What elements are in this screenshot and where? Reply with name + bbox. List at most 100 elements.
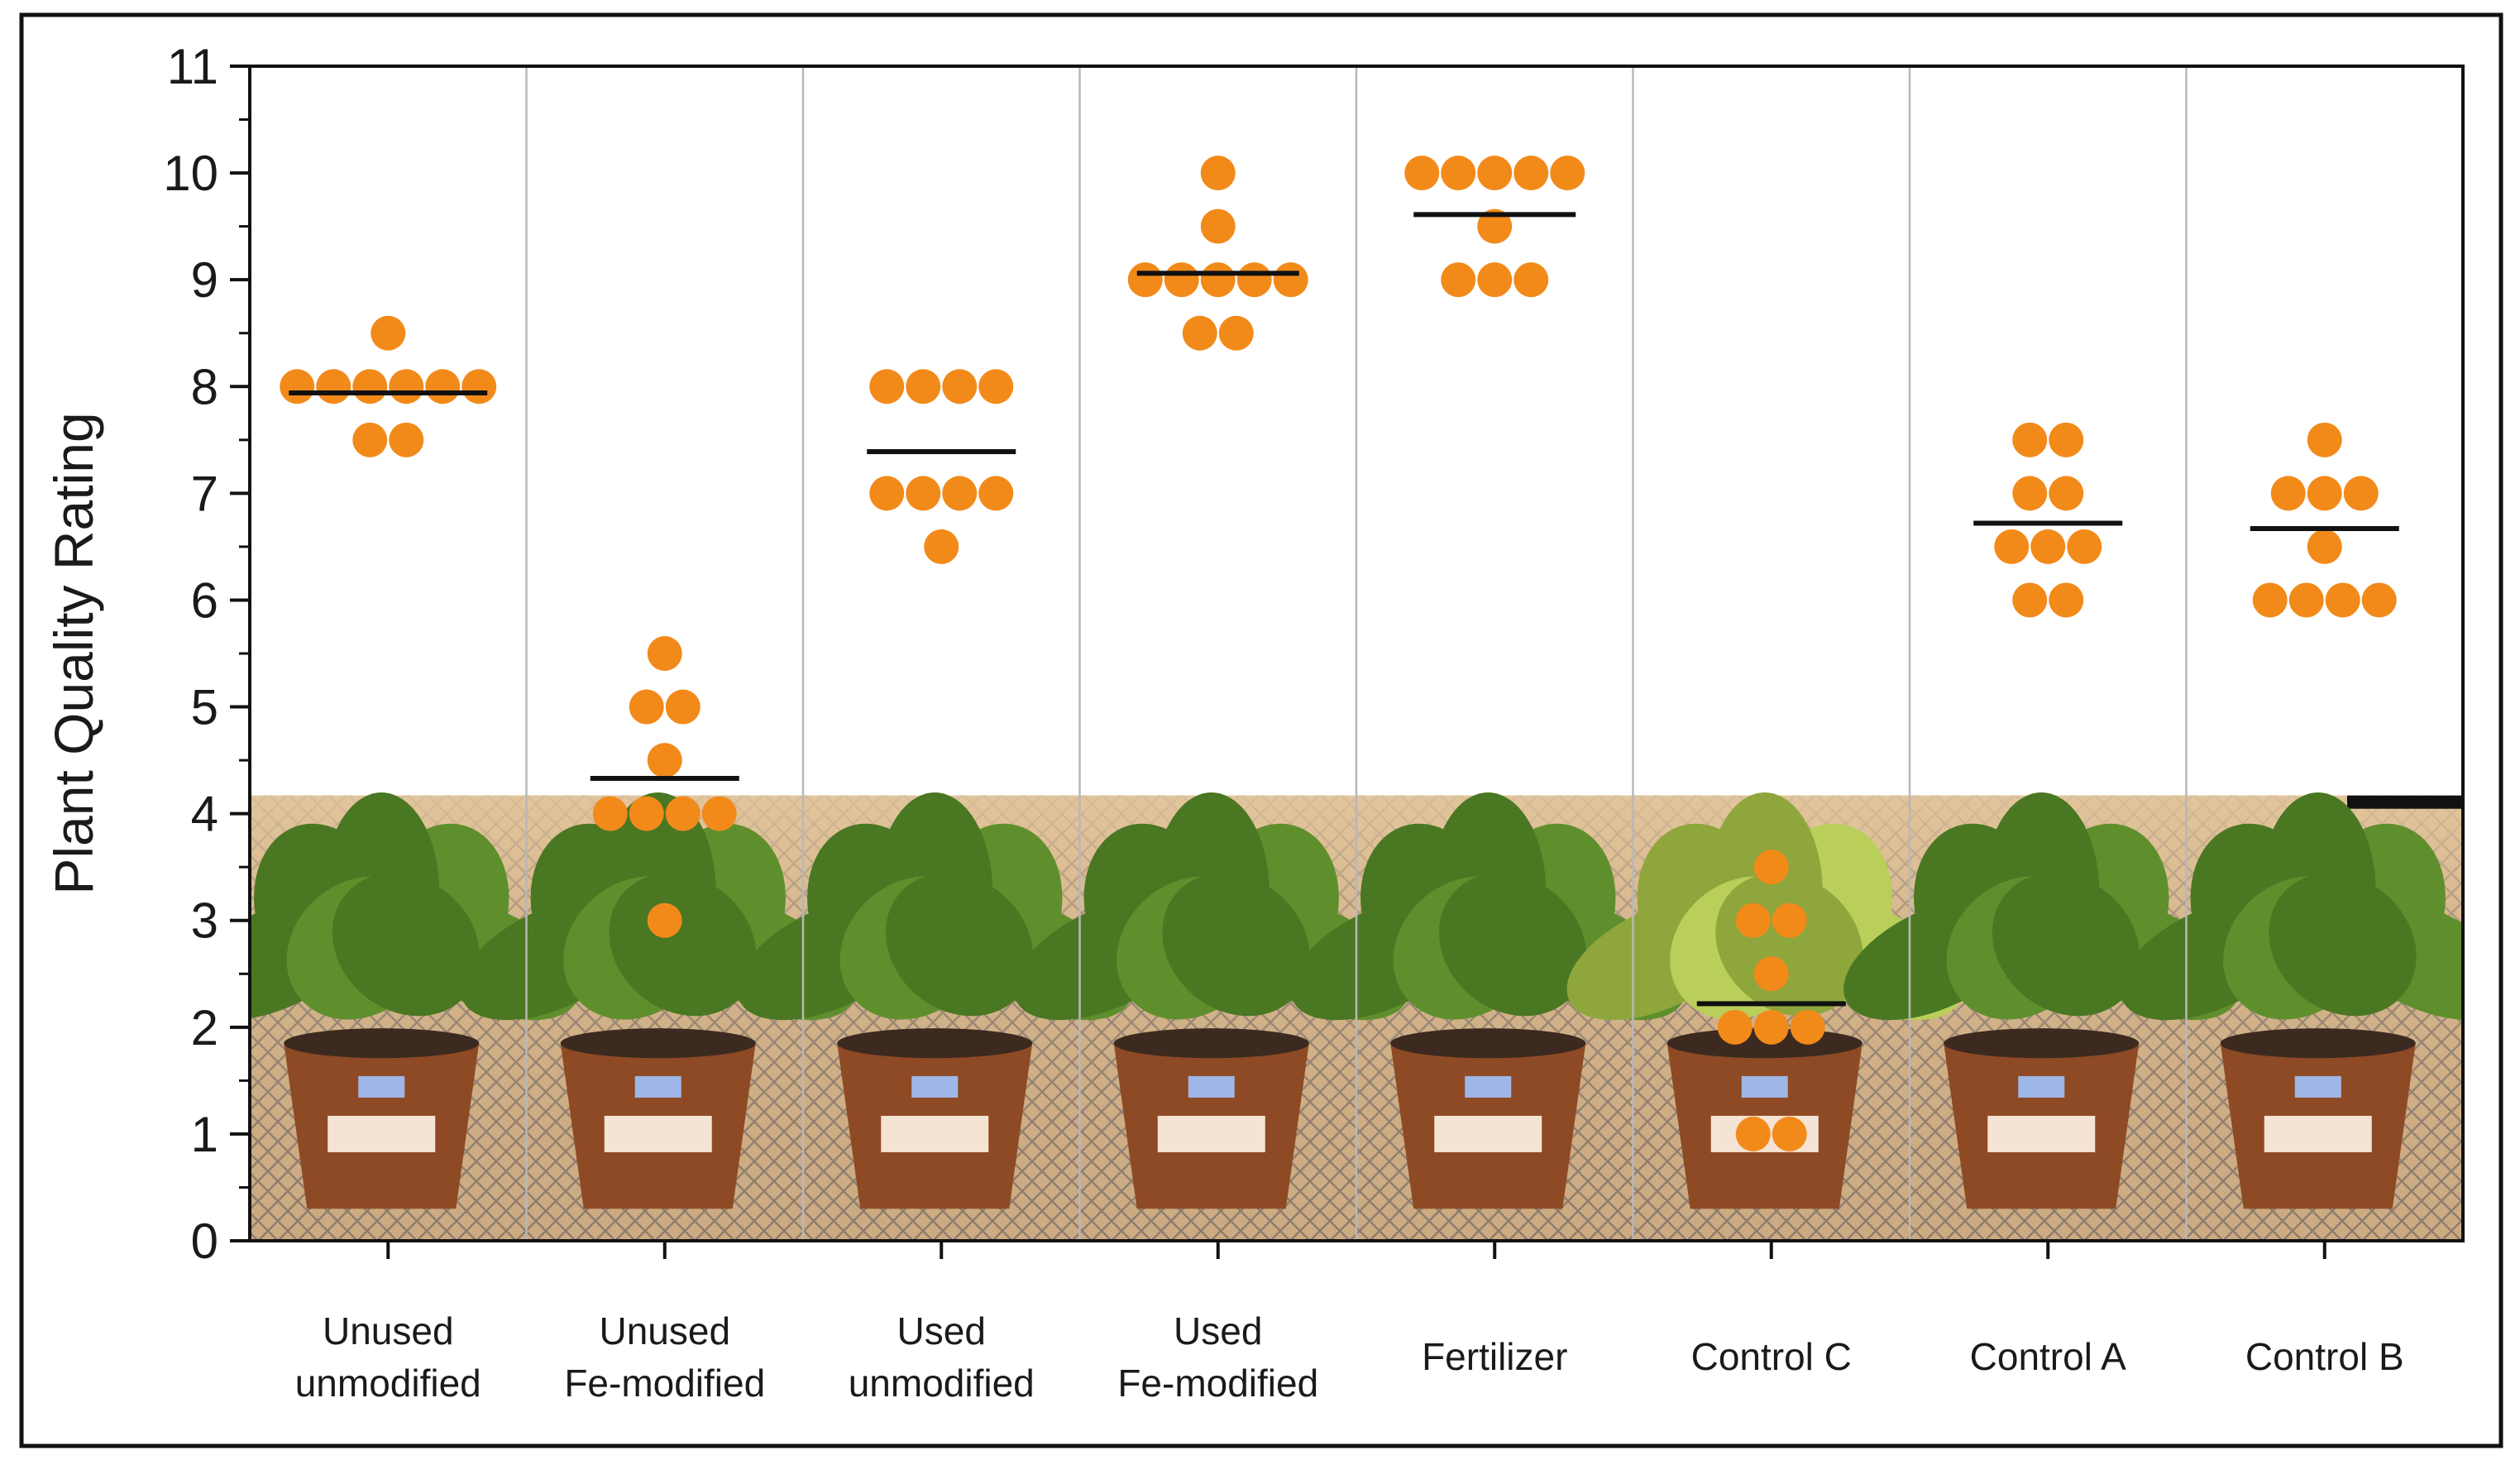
data-point <box>1404 156 1440 191</box>
plant-photo <box>250 792 2463 1241</box>
data-point <box>924 529 959 564</box>
data-point <box>352 369 388 404</box>
y-axis-title: Plant Quality Rating <box>43 412 104 894</box>
data-point <box>647 636 682 671</box>
leaf <box>1438 873 1587 1017</box>
leaf <box>1162 873 1310 1017</box>
y-tick-label: 6 <box>191 572 218 628</box>
y-tick-label: 0 <box>191 1213 218 1269</box>
plant-pot-8 <box>2120 792 2463 1209</box>
data-point <box>316 369 351 404</box>
data-point <box>2343 476 2379 511</box>
pot-tag <box>911 1075 959 1098</box>
data-point <box>1772 1116 1807 1151</box>
data-point <box>869 369 905 404</box>
data-point <box>1441 156 1476 191</box>
data-point <box>2049 476 2084 511</box>
data-point <box>869 476 905 511</box>
pot-tag <box>634 1075 681 1098</box>
data-point <box>1200 262 1236 298</box>
y-tick-label: 10 <box>163 146 218 201</box>
data-point <box>1477 156 1513 191</box>
data-point <box>2030 529 2066 564</box>
data-point <box>2307 422 2342 457</box>
leaf <box>332 873 481 1017</box>
data-point <box>1477 208 1513 244</box>
leaf <box>2269 873 2417 1017</box>
data-point <box>665 689 701 725</box>
data-point <box>352 422 388 457</box>
data-point <box>389 422 424 457</box>
figure-border <box>19 12 2503 1448</box>
data-point <box>906 476 941 511</box>
pot-tag <box>358 1075 405 1098</box>
y-tick-label: 5 <box>191 680 218 735</box>
pot-tag <box>1188 1075 1235 1098</box>
mean-lines <box>289 212 2399 1007</box>
data-point <box>2252 582 2288 618</box>
leaf <box>885 873 1034 1017</box>
data-point <box>371 315 406 351</box>
plant-pot-5 <box>1290 792 1686 1209</box>
pot-tag <box>2018 1075 2065 1098</box>
data-point <box>942 369 978 404</box>
pot-tag <box>1465 1075 1512 1098</box>
data-point <box>1441 262 1476 298</box>
data-point <box>906 369 941 404</box>
data-point <box>1236 262 1272 298</box>
pot-label <box>1987 1115 2096 1152</box>
data-point <box>2067 529 2102 564</box>
y-tick-label: 8 <box>191 359 218 414</box>
data-point <box>647 902 682 938</box>
category-label-line2: unmodified <box>849 1362 1035 1405</box>
category-label: Control C <box>1691 1335 1852 1378</box>
plant-pot-1 <box>250 792 580 1209</box>
category-label-line2: Fe-modified <box>1117 1362 1318 1405</box>
category-label-line2: Fe-modified <box>564 1362 765 1405</box>
data-point <box>280 369 315 404</box>
y-tick-label: 9 <box>191 252 218 308</box>
pot-soil <box>1390 1028 1586 1059</box>
data-point <box>1513 156 1549 191</box>
data-point <box>1790 1009 1825 1045</box>
category-label: Control A <box>1970 1335 2127 1378</box>
data-point <box>1550 156 1585 191</box>
data-point <box>629 796 664 831</box>
y-tick-label: 3 <box>191 893 218 949</box>
data-point <box>1513 262 1549 298</box>
pot-soil <box>560 1028 756 1059</box>
data-point <box>2361 582 2397 618</box>
data-point <box>2307 476 2342 511</box>
pot-soil <box>837 1028 1033 1059</box>
data-point <box>978 476 1014 511</box>
pot-label <box>2264 1115 2372 1152</box>
data-point <box>701 796 737 831</box>
pot-soil <box>1944 1028 2140 1059</box>
data-point <box>1717 1009 1753 1045</box>
data-point <box>1735 1116 1771 1151</box>
y-tick-label: 11 <box>167 39 218 94</box>
data-point <box>2270 476 2306 511</box>
data-point <box>2012 476 2048 511</box>
pot-label <box>328 1115 436 1152</box>
data-point <box>1127 262 1163 298</box>
category-label-line1: Used <box>1174 1309 1262 1352</box>
data-point <box>1200 156 1236 191</box>
category-label: Control B <box>2245 1335 2404 1378</box>
data-point <box>389 369 424 404</box>
category-label: Fertilizer <box>1422 1335 1567 1378</box>
data-point <box>1772 902 1807 938</box>
data-point <box>2307 529 2342 564</box>
y-tick-label: 4 <box>191 787 218 842</box>
pot-tag <box>2294 1075 2341 1098</box>
plant-pot-7 <box>1843 792 2240 1209</box>
data-point <box>1200 208 1236 244</box>
category-label-line2: unmodified <box>295 1362 481 1405</box>
data-point <box>2012 582 2048 618</box>
y-tick-label: 2 <box>191 1000 218 1056</box>
data-point <box>2049 582 2084 618</box>
data-point <box>2325 582 2360 618</box>
data-point <box>2049 422 2084 457</box>
